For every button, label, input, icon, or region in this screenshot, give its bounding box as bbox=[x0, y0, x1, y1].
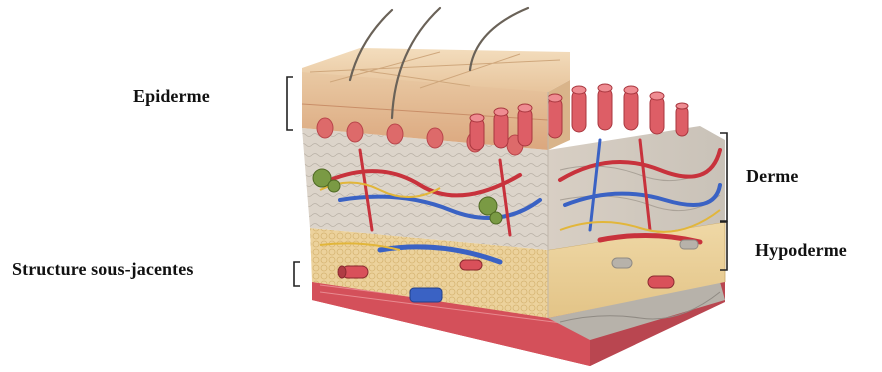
bracket-epiderme bbox=[287, 77, 293, 130]
label-epiderme: Epiderme bbox=[133, 86, 210, 107]
bracket-structure bbox=[294, 262, 300, 286]
label-hypoderme: Hypoderme bbox=[755, 240, 847, 261]
label-structure-sous-jacentes: Structure sous-jacentes bbox=[12, 259, 193, 280]
label-derme: Derme bbox=[746, 166, 798, 187]
